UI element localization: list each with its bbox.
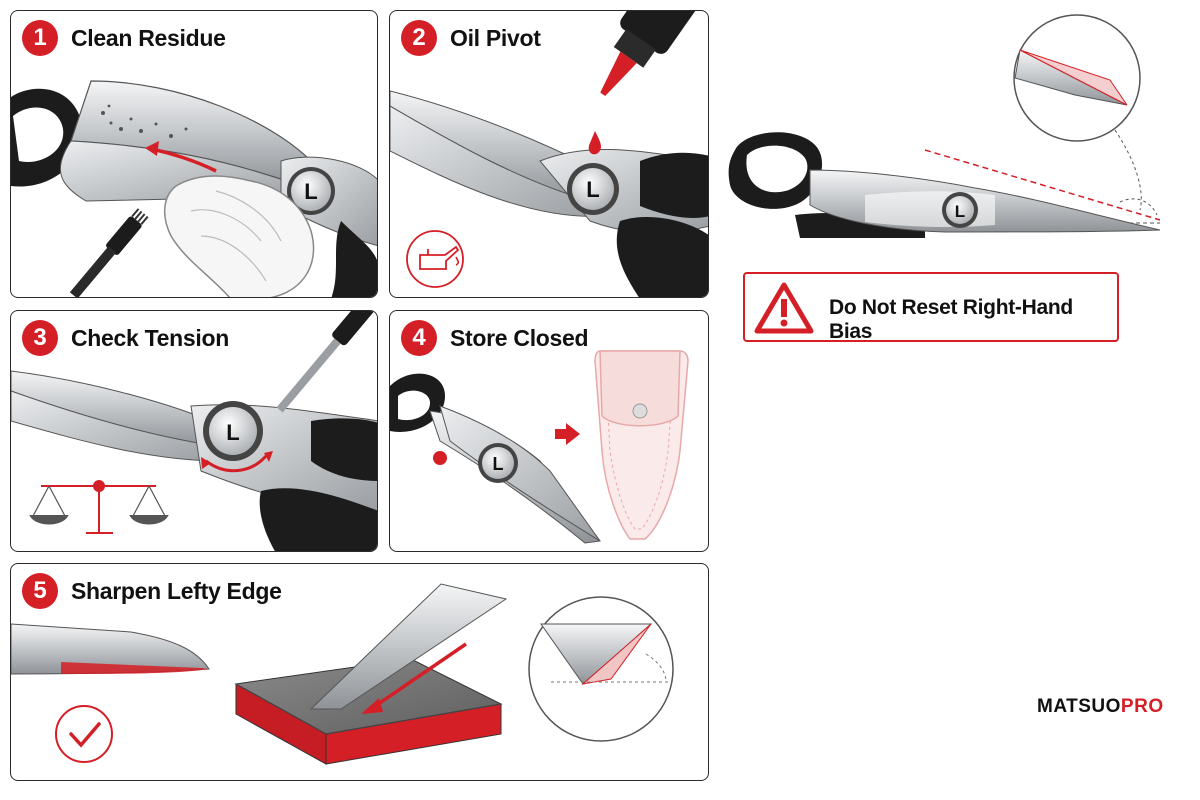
- sharpening-stone: [234, 658, 503, 765]
- hero-scissors-illustration: L: [728, 14, 1161, 238]
- rotate-arrow-icon: [205, 454, 268, 473]
- step-panel-clean-residue: L 1 Clean Residue: [10, 10, 378, 298]
- oil-drop-icon: [588, 131, 602, 155]
- brand-name-part2: PRO: [1120, 696, 1164, 717]
- step-title: Sharpen Lefty Edge: [71, 578, 282, 604]
- screwdriver: [276, 311, 377, 413]
- warning-banner: Do Not Reset Right-Hand Bias: [743, 272, 1119, 343]
- brand-name-part1: MATSUO: [1037, 696, 1121, 717]
- svg-text:L: L: [586, 177, 599, 202]
- svg-text:L: L: [226, 420, 239, 445]
- brush-icon: [69, 208, 149, 297]
- svg-text:L: L: [493, 454, 504, 474]
- check-tension-illustration: L: [11, 311, 377, 551]
- brand-logo: MATSUOPRO: [1037, 696, 1164, 718]
- arrow-icon: [145, 141, 159, 156]
- oil-bottle: [600, 11, 700, 96]
- step-number-badge: 3: [22, 320, 58, 356]
- step-number-badge: 5: [22, 573, 58, 609]
- step-number-badge: 1: [22, 20, 58, 56]
- oil-pivot-illustration: L: [390, 11, 708, 297]
- arrow-right-icon: [555, 423, 580, 445]
- warning-triangle-icon: [754, 282, 814, 334]
- bevel-detail: [1013, 14, 1142, 211]
- lock-button: [433, 451, 447, 465]
- svg-text:L: L: [955, 202, 965, 221]
- step-panel-store-closed: L 4 Store Closed: [389, 310, 709, 552]
- balance-scale-icon: [29, 480, 169, 534]
- store-closed-illustration: L: [390, 350, 689, 544]
- step-number-badge: 2: [401, 20, 437, 56]
- arrow-icon: [361, 698, 383, 714]
- svg-text:L: L: [304, 179, 317, 204]
- cleaning-cloth: [164, 175, 315, 297]
- step-title: Clean Residue: [71, 25, 226, 51]
- warning-text: Do Not Reset Right-Hand Bias: [829, 296, 1073, 343]
- step-panel-sharpen-lefty-edge: 5 Sharpen Lefty Edge: [10, 563, 709, 781]
- step-panel-oil-pivot: L 2 Oil Pivot: [389, 10, 709, 298]
- step-title: Check Tension: [71, 325, 229, 351]
- step-title: Oil Pivot: [450, 25, 541, 51]
- step-title: Store Closed: [450, 325, 589, 351]
- checkmark-icon: [55, 705, 113, 763]
- oil-can-icon: [406, 230, 464, 288]
- sharpen-illustration: [11, 583, 674, 765]
- edge-angle-detail: [528, 596, 674, 742]
- sheath: [594, 350, 689, 540]
- clean-residue-illustration: L: [11, 80, 377, 297]
- step-number-badge: 4: [401, 320, 437, 356]
- step-panel-check-tension: L 3 Check Tension: [10, 310, 378, 552]
